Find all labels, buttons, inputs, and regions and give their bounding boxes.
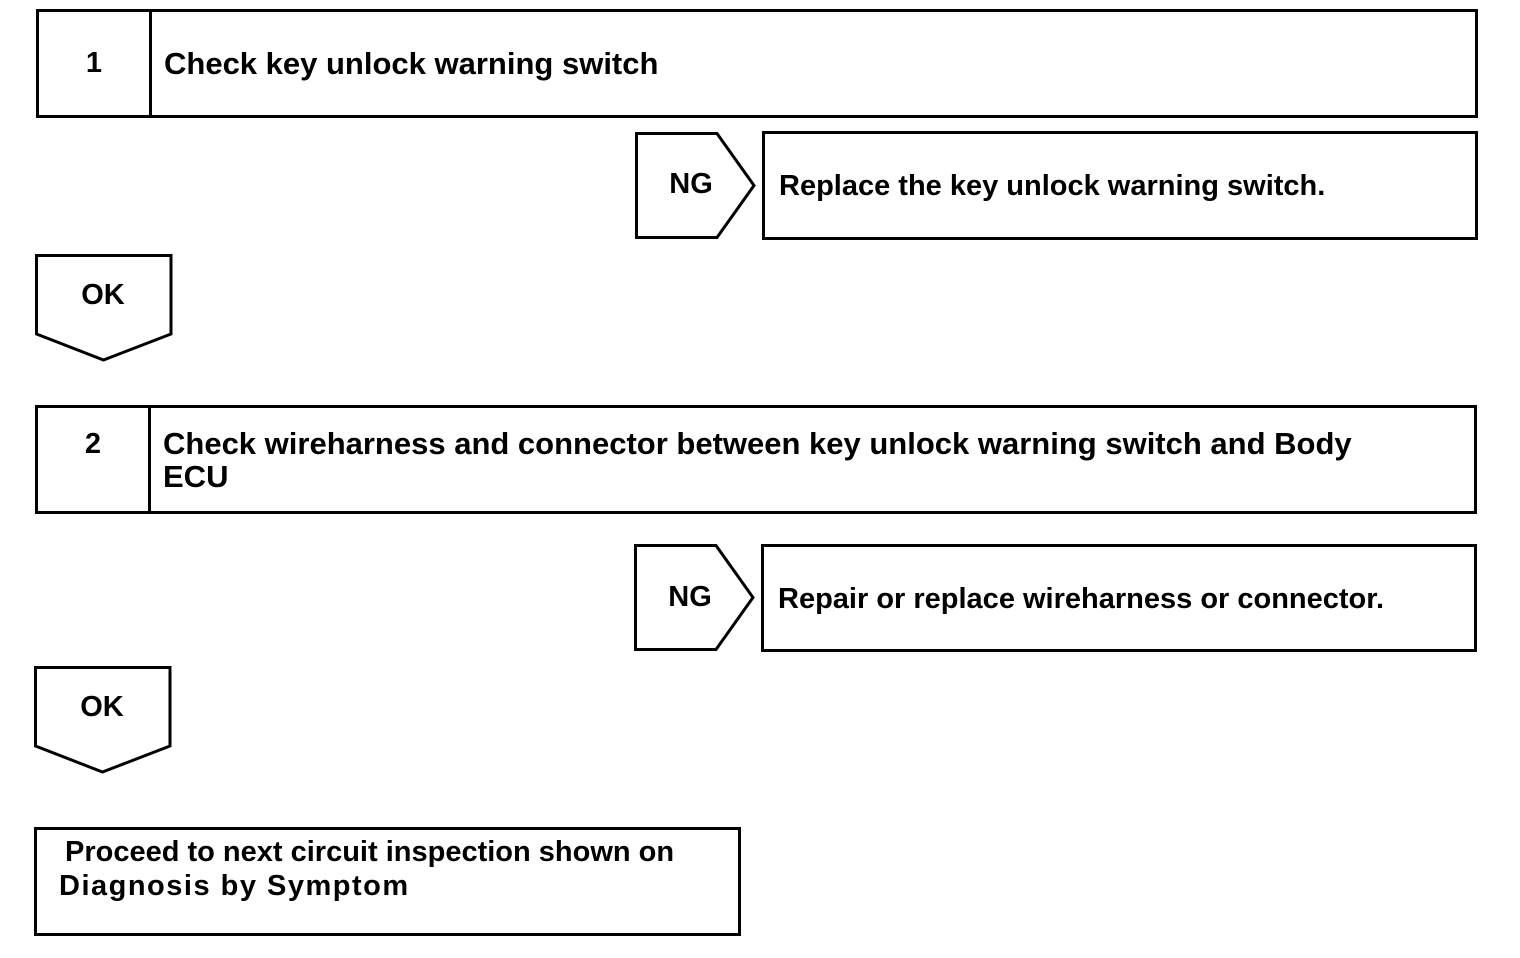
step-2-ng-arrow: NG xyxy=(634,544,756,651)
step-2-ng-label: NG xyxy=(668,581,712,613)
step-1-number: 1 xyxy=(39,12,152,115)
final-instruction-box: Proceed to next circuit inspection shown… xyxy=(34,827,741,936)
step-2-ng-action-text: Repair or replace wireharness or connect… xyxy=(778,583,1385,615)
final-instruction-line2: Diagnosis by Symptom xyxy=(59,870,410,902)
step-1-box: 1 Check key unlock warning switch xyxy=(36,9,1478,118)
step-1-ng-arrow: NG xyxy=(635,132,757,239)
step-2-ok-arrow: OK xyxy=(34,666,174,776)
step-2-box: 2 Check wireharness and connector betwee… xyxy=(35,405,1477,514)
ng-arrow-shape xyxy=(635,132,756,239)
step-2-title-line1: Check wireharness and connector between … xyxy=(163,426,1352,461)
step-1-ok-label: OK xyxy=(81,279,125,311)
ng-arrow-shape xyxy=(634,544,755,651)
ok-arrow-shape xyxy=(35,254,173,362)
step-2-ng-action-box: Repair or replace wireharness or connect… xyxy=(761,544,1477,652)
step-2-number: 2 xyxy=(38,408,151,511)
step-1-ng-action-box: Replace the key unlock warning switch. xyxy=(762,131,1478,240)
step-1-ok-arrow: OK xyxy=(35,254,175,364)
step-2-title-line2: ECU xyxy=(163,459,229,494)
final-instruction-line1: Proceed to next circuit inspection shown… xyxy=(65,836,675,868)
step-2-title: Check wireharness and connector between … xyxy=(151,408,1474,511)
step-1-title: Check key unlock warning switch xyxy=(164,46,659,81)
step-2-ok-label: OK xyxy=(80,691,124,723)
ok-arrow-shape xyxy=(34,666,172,774)
step-1-ng-label: NG xyxy=(669,168,713,200)
step-1-ng-action-text: Replace the key unlock warning switch. xyxy=(779,170,1326,202)
